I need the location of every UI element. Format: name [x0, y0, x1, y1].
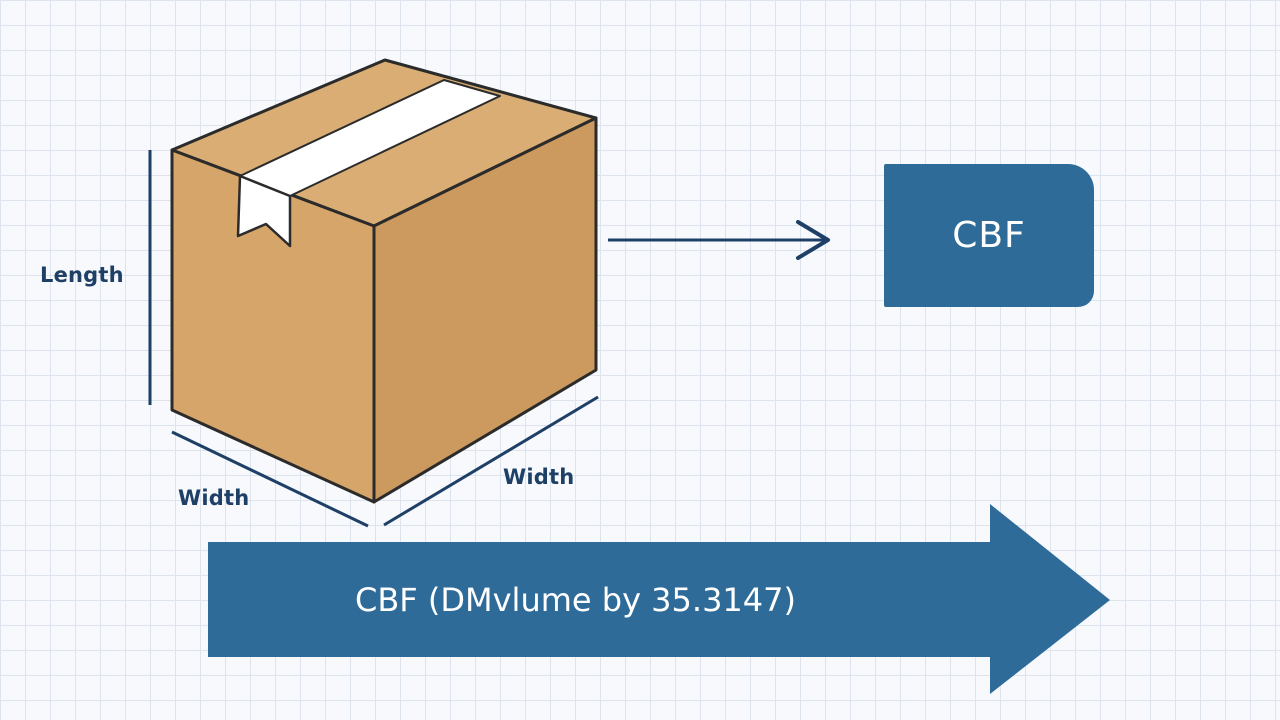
cbf-result-box: CBF: [884, 164, 1094, 307]
tape-flap: [236, 174, 292, 248]
width-left-label: Width: [178, 486, 250, 510]
cbf-result-label: CBF: [952, 215, 1026, 256]
box-side-face: [372, 116, 598, 504]
formula-arrow-label: CBF (DMvlume by 35.3147): [355, 580, 796, 619]
arrow-right-icon: [608, 220, 830, 260]
formula-arrow-shape: [208, 504, 1110, 694]
width-left-dimension-line: [171, 430, 369, 528]
width-right-label: Width: [503, 465, 575, 489]
cardboard-box-icon: [170, 58, 598, 504]
width-right-dimension-line: [383, 395, 599, 527]
length-label: Length: [40, 263, 124, 287]
